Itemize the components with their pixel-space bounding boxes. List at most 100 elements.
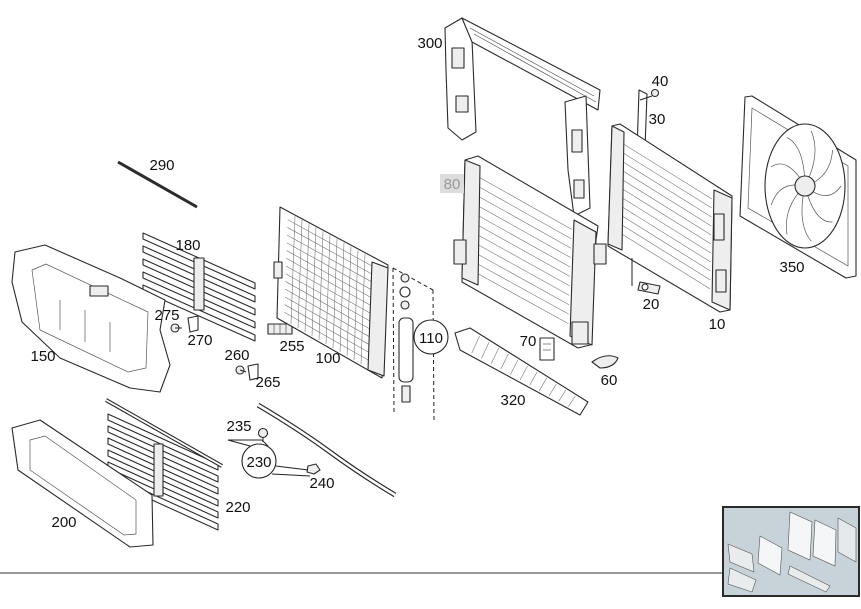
label-275: 275 xyxy=(154,307,179,324)
radiator-fin xyxy=(477,273,569,324)
receiver-dryer xyxy=(392,267,435,423)
label-10: 10 xyxy=(709,316,726,333)
label-230: 230 xyxy=(246,454,271,471)
condenser-tube xyxy=(332,238,338,349)
deflector-rib xyxy=(529,371,538,386)
label-300: 300 xyxy=(417,35,442,52)
deflector-rib xyxy=(500,353,509,370)
condenser-tube xyxy=(339,242,345,353)
lower-air-duct-frame xyxy=(11,419,154,548)
label-30: 30 xyxy=(649,111,666,128)
label-110: 110 xyxy=(419,330,443,347)
radiator-fin xyxy=(621,160,712,218)
sealing-strip-lower xyxy=(256,402,397,498)
condenser xyxy=(273,206,389,379)
auxiliary-radiator xyxy=(607,123,733,313)
condenser-tube xyxy=(353,250,359,361)
radiator-fin xyxy=(478,225,571,277)
radiator-fin xyxy=(620,187,712,245)
lower-air-deflector xyxy=(454,327,589,416)
deflector-rib xyxy=(558,389,567,402)
thumbnail-part xyxy=(812,519,837,567)
deflector-rib xyxy=(481,341,490,359)
condenser-tube xyxy=(297,219,303,329)
label-80-highlight xyxy=(440,174,464,193)
thumbnail-part xyxy=(727,567,757,593)
deflector-rib xyxy=(510,359,519,375)
label-60: 60 xyxy=(601,372,618,389)
radiator-fin xyxy=(479,196,572,249)
condenser-tube xyxy=(318,231,324,341)
auxiliary-radiator-core xyxy=(620,142,712,290)
nut xyxy=(306,463,321,475)
label-100: 100 xyxy=(315,350,340,367)
condenser-tube xyxy=(290,215,296,325)
deflector-rib xyxy=(490,347,500,365)
air-duct-frame xyxy=(11,244,171,393)
ambient-sensor xyxy=(591,355,619,369)
radiator xyxy=(453,155,607,349)
thumbnail-part xyxy=(757,535,783,576)
condenser-tube xyxy=(346,246,352,357)
condenser-tube xyxy=(325,234,331,345)
expanding-rivet xyxy=(257,427,269,442)
clip xyxy=(170,323,182,333)
radiator-fin xyxy=(478,206,571,258)
upper-support-bracket xyxy=(444,17,601,217)
label-220: 220 xyxy=(225,499,250,516)
radiator-fin xyxy=(620,214,711,272)
thumbnail-part xyxy=(727,543,755,573)
label-260: 260 xyxy=(224,347,249,364)
label-200: 200 xyxy=(51,514,76,531)
control-module xyxy=(539,337,555,361)
bolt xyxy=(650,88,660,98)
radiator-fin xyxy=(478,234,570,287)
thumbnail-part xyxy=(787,565,831,593)
label-320: 320 xyxy=(500,392,525,409)
radiator-fin xyxy=(620,232,711,290)
label-255: 255 xyxy=(279,338,304,355)
label-20: 20 xyxy=(643,296,660,313)
radiator-fin xyxy=(621,151,712,209)
thumbnail-preview[interactable] xyxy=(722,506,860,597)
radiator-fin xyxy=(620,223,711,281)
rubber-mount xyxy=(267,323,293,335)
radiator-fin xyxy=(621,169,712,227)
label-240: 240 xyxy=(309,475,334,492)
screw xyxy=(235,365,247,375)
label-270: 270 xyxy=(187,332,212,349)
bracket-clip xyxy=(247,363,259,381)
lower-air-shutter xyxy=(105,398,223,531)
radiator-fin xyxy=(479,186,572,240)
callout-labels: 300 40 30 80 290 180 350 20 10 275 270 2… xyxy=(30,35,804,531)
sealing-strip-upper xyxy=(117,160,198,209)
radiator-fin xyxy=(479,177,572,230)
label-265: 265 xyxy=(255,374,280,391)
deflector-ribs xyxy=(471,335,576,407)
condenser-tube xyxy=(304,223,310,333)
deflector-rib xyxy=(471,335,480,354)
condenser-tube xyxy=(311,227,317,337)
condenser-tube xyxy=(360,254,366,365)
callout-ring-110 xyxy=(413,319,449,355)
label-235: 235 xyxy=(226,418,251,435)
fan-shroud xyxy=(739,95,857,279)
label-290: 290 xyxy=(149,157,174,174)
radiator-fin xyxy=(477,263,569,315)
thumbnail-part xyxy=(787,511,813,561)
deflector-rib xyxy=(539,377,547,391)
radiator-fin xyxy=(620,205,711,263)
condenser-core xyxy=(284,215,372,365)
deflector-rib xyxy=(519,365,528,381)
label-350: 350 xyxy=(779,259,804,276)
callout-ring-230 xyxy=(241,443,277,479)
deflector-rib xyxy=(568,395,576,407)
radiator-fin xyxy=(621,178,712,236)
label-150: 150 xyxy=(30,348,55,365)
radiator-fin xyxy=(477,244,570,296)
label-70: 70 xyxy=(520,333,537,350)
deflector-rib xyxy=(548,383,557,397)
shutter-slat xyxy=(107,413,219,471)
temperature-sensor xyxy=(631,258,661,295)
